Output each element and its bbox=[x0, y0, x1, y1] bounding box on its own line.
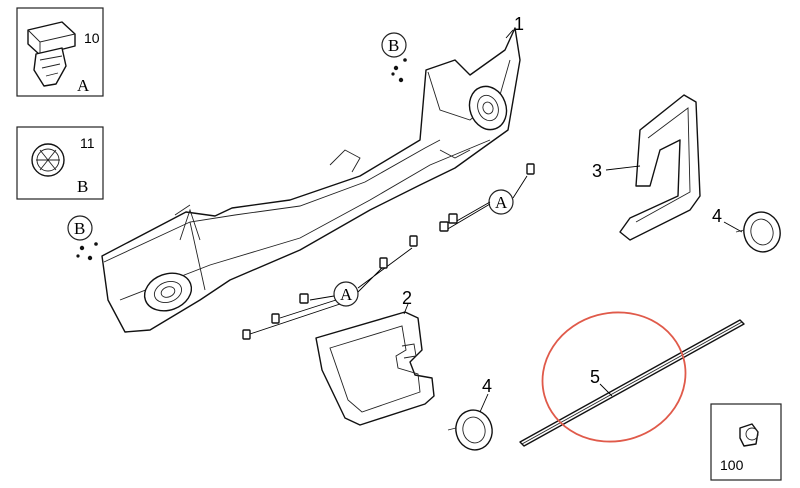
lower-trim-left[interactable] bbox=[315, 311, 435, 426]
clip-a-icon bbox=[27, 21, 76, 87]
svg-text:A: A bbox=[495, 193, 508, 212]
grommet-b-icon bbox=[31, 143, 65, 177]
grommet-lower[interactable] bbox=[447, 406, 497, 454]
callout-10: 10 bbox=[84, 30, 100, 46]
inset-box-100[interactable]: 100 bbox=[710, 403, 782, 481]
callout-100: 100 bbox=[720, 457, 744, 473]
fastener-a-lower[interactable]: A bbox=[242, 235, 418, 340]
fastener-b-left[interactable]: B bbox=[67, 215, 98, 261]
callout-11: 11 bbox=[80, 135, 95, 151]
screw-icon bbox=[391, 58, 407, 83]
fastener-b-top[interactable]: B bbox=[381, 32, 407, 83]
clip-100-icon bbox=[739, 423, 759, 447]
box10-letter: A bbox=[77, 76, 90, 95]
highlight-circle bbox=[541, 311, 687, 443]
callout-1: 1 bbox=[514, 14, 524, 34]
inset-box-10[interactable]: 10 A bbox=[16, 7, 104, 97]
callout-3: 3 bbox=[592, 161, 602, 181]
fog-lamp-right-icon bbox=[468, 85, 508, 131]
svg-text:A: A bbox=[340, 285, 353, 304]
callout-2: 2 bbox=[402, 288, 412, 308]
callout-5: 5 bbox=[590, 367, 600, 387]
screw-icon bbox=[76, 242, 98, 261]
inset-box-11[interactable]: 11 B bbox=[16, 126, 104, 200]
lower-trim-right[interactable] bbox=[619, 94, 701, 241]
grommet-right[interactable] bbox=[735, 208, 785, 256]
fog-lamp-left-icon bbox=[143, 272, 193, 312]
bumper-cover[interactable] bbox=[101, 27, 521, 333]
clip-icon bbox=[242, 235, 418, 340]
callout-4-lower: 4 bbox=[482, 376, 492, 396]
moulding-strip[interactable] bbox=[519, 319, 745, 447]
svg-text:B: B bbox=[74, 219, 85, 238]
svg-text:B: B bbox=[388, 36, 399, 55]
fastener-a-right[interactable]: A bbox=[439, 163, 535, 232]
box11-letter: B bbox=[77, 177, 88, 196]
clip-icon bbox=[439, 163, 535, 232]
callout-4-right: 4 bbox=[712, 206, 722, 226]
